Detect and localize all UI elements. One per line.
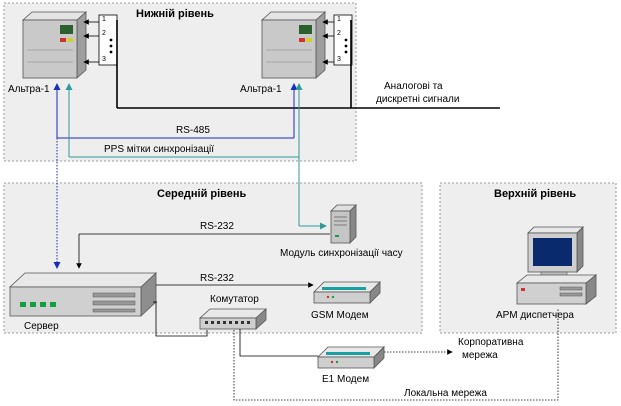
workstation-icon — [515, 226, 598, 305]
rs232-gsm-label: RS-232 — [200, 273, 234, 284]
corporate-label-line2: мережа — [462, 350, 498, 361]
corporate-label-line1: Корпоративна — [458, 337, 524, 348]
sync-module — [330, 204, 357, 244]
commutator — [198, 308, 268, 330]
arm-label: АРМ диспетчера — [496, 310, 574, 321]
rs485-line — [53, 83, 298, 269]
local-network-line — [233, 309, 559, 401]
lower-level-title: Нижній рівень — [136, 8, 214, 20]
altra-left-cabinet — [21, 11, 88, 79]
controller-cabinet-icon — [260, 11, 327, 79]
gsm-modem — [313, 281, 381, 304]
analog-label-line1: Аналогові та — [384, 81, 443, 92]
switch-to-e1-line — [239, 329, 318, 357]
e1-modem-label: E1 Модем — [322, 374, 369, 385]
arm-workstation — [515, 226, 598, 305]
rs232-sync-line — [76, 233, 330, 269]
server-label: Сервер — [24, 321, 59, 332]
server-to-switch-cable — [155, 302, 208, 337]
altra-left-label: Альтра-1 — [8, 84, 50, 95]
altra-right-label: Альтра-1 — [240, 84, 282, 95]
switch-icon — [198, 308, 268, 330]
pin-1-right: 1 — [337, 16, 341, 23]
pps-sync-line — [65, 83, 327, 230]
pin-1-left: 1 — [102, 16, 106, 23]
pin-3-right: 3 — [337, 56, 341, 63]
modem-icon — [317, 346, 385, 369]
modem-icon — [313, 281, 381, 304]
local-network-label: Локальна мережа — [404, 388, 487, 399]
terminal-block-right — [322, 14, 353, 66]
tower-unit-icon — [330, 204, 357, 244]
pin-2-left: 2 — [102, 30, 106, 37]
sync-module-label: Модуль синхронізації часу — [280, 248, 403, 259]
upper-level-title: Верхній рівень — [494, 188, 576, 200]
terminal-block-left — [83, 14, 118, 66]
pps-label: PPS мітки синхронізації — [104, 144, 214, 155]
pin-2-right: 2 — [337, 30, 341, 37]
server-icon — [8, 272, 158, 317]
pin-3-left: 3 — [102, 56, 106, 63]
e1-modem — [317, 346, 385, 369]
analog-label-line2: дискретні сигнали — [376, 94, 459, 105]
altra-right-cabinet — [260, 11, 327, 79]
gsm-modem-label: GSM Модем — [311, 310, 369, 321]
rs232-sync-label: RS-232 — [200, 221, 234, 232]
commutator-label: Комутатор — [210, 294, 259, 305]
controller-cabinet-icon — [21, 11, 88, 79]
rs485-label: RS-485 — [176, 125, 210, 136]
analog-signal-bus — [116, 20, 500, 109]
server — [8, 272, 158, 317]
middle-level-title: Середній рівень — [157, 188, 247, 200]
